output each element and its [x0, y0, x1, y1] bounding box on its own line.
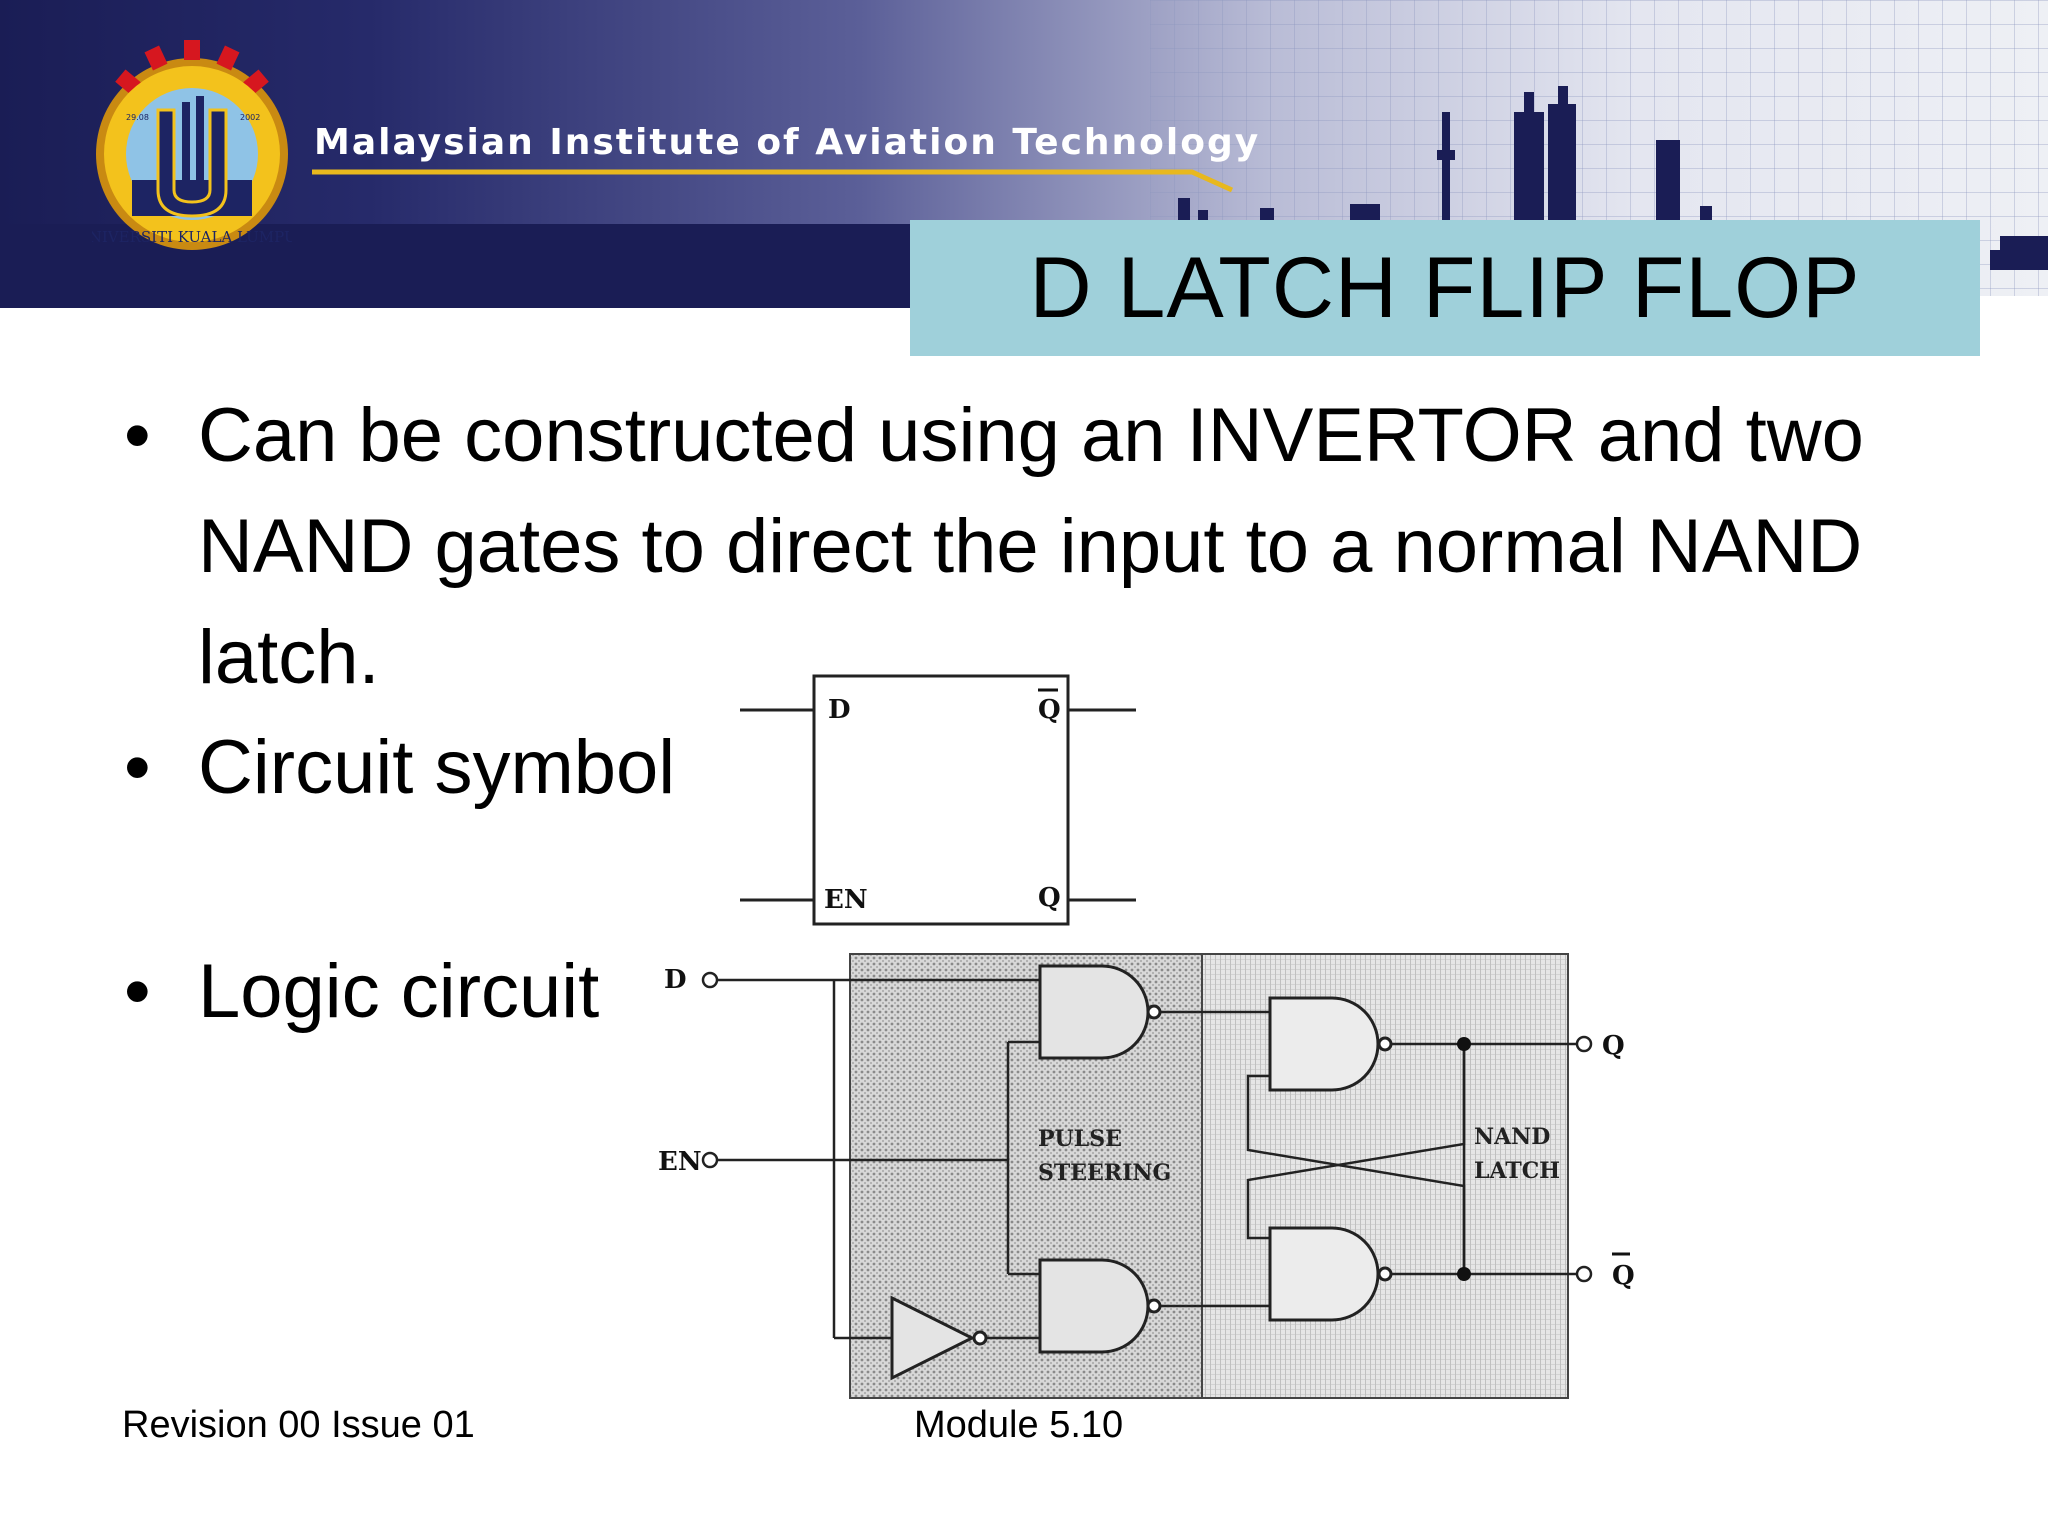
logic-label-q: Q	[1602, 1031, 1625, 1061]
logic-label-en: EN	[658, 1147, 702, 1177]
bullet-text: Logic circuit	[198, 949, 600, 1034]
svg-text:UNIVERSITI KUALA LUMPUR: UNIVERSITI KUALA LUMPUR	[92, 228, 292, 246]
bullet-glyph: •	[124, 393, 151, 478]
header-banner: UNIVERSITI KUALA LUMPUR 29.08 2002 Malay…	[0, 0, 2048, 308]
institute-name: Malaysian Institute of Aviation Technolo…	[314, 122, 1261, 163]
d-latch-logic-circuit: D EN Q Q PULSE STEERING NAND LATCH	[658, 953, 1635, 1399]
bullet-line-2: NAND gates to direct the input to a norm…	[198, 504, 1863, 589]
title-box: D LATCH FLIP FLOP	[910, 220, 1980, 356]
pulse-steering-label-2: STEERING	[1038, 1160, 1171, 1186]
symbol-label-q-bar: Q	[1038, 695, 1061, 725]
bullet-glyph: •	[124, 949, 151, 1034]
nand-latch-region	[1201, 953, 1569, 1399]
symbol-label-en: EN	[824, 885, 868, 915]
logic-label-d: D	[664, 965, 687, 995]
nand-latch-label-2: LATCH	[1474, 1158, 1560, 1184]
nand-gate-top-latch	[1268, 996, 1393, 1092]
nand-gate-bottom-steering	[1038, 1258, 1162, 1354]
bullet-line-1: Can be constructed using an INVERTOR and…	[198, 393, 1864, 478]
d-latch-symbol: D Q EN Q	[740, 674, 1136, 926]
institute-underline	[312, 169, 1234, 193]
footer-revision: Revision 00 Issue 01	[122, 1404, 475, 1446]
svg-text:29.08: 29.08	[126, 113, 149, 122]
logic-label-q-bar: Q	[1612, 1261, 1635, 1291]
nand-latch-label-1: NAND	[1474, 1124, 1550, 1150]
nand-gate-top-steering	[1038, 964, 1162, 1060]
bullet-line-3: latch.	[198, 615, 380, 700]
footer-module: Module 5.10	[914, 1404, 1124, 1446]
unikl-crest-logo: UNIVERSITI KUALA LUMPUR 29.08 2002	[92, 40, 292, 250]
slide-title: D LATCH FLIP FLOP	[1029, 239, 1861, 336]
inverter-gate	[890, 1295, 988, 1381]
svg-text:2002: 2002	[240, 113, 260, 122]
symbol-label-d: D	[828, 695, 851, 725]
symbol-label-q: Q	[1038, 883, 1061, 913]
bullet-text: Circuit symbol	[198, 725, 676, 810]
bullet-glyph: •	[124, 725, 151, 810]
nand-gate-bottom-latch	[1268, 1226, 1393, 1322]
pulse-steering-label-1: PULSE	[1038, 1126, 1122, 1152]
